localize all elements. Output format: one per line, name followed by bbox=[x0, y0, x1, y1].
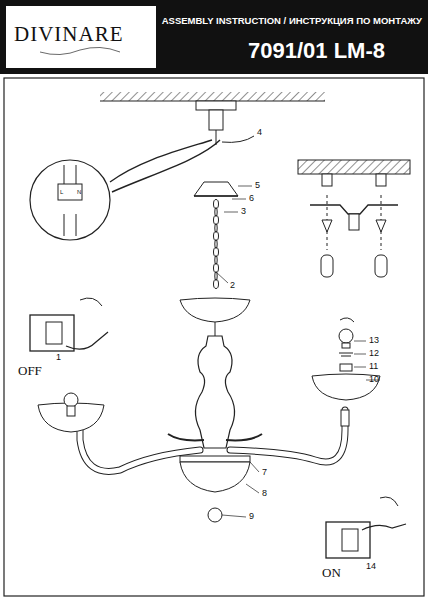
finial-ball bbox=[208, 508, 222, 522]
callout-number: 12 bbox=[369, 349, 379, 358]
leader-line bbox=[250, 462, 259, 472]
turn-arrow bbox=[340, 318, 354, 322]
stem bbox=[215, 322, 216, 336]
glass-column bbox=[195, 336, 234, 448]
leader-line bbox=[246, 484, 259, 493]
arm bbox=[230, 410, 345, 462]
leader-line bbox=[354, 367, 366, 368]
leader-line bbox=[216, 272, 228, 283]
terminal-mark: L bbox=[60, 189, 63, 195]
wire bbox=[76, 214, 77, 236]
leader-line bbox=[238, 186, 252, 187]
model-title: 7091/01 LM-8 bbox=[248, 40, 385, 62]
mounting-bar bbox=[196, 101, 236, 110]
holder-washer bbox=[339, 353, 353, 356]
callout-number: 1 bbox=[56, 353, 61, 362]
wire bbox=[64, 165, 65, 184]
leader-line bbox=[232, 199, 246, 200]
ceiling-hatch bbox=[100, 92, 325, 101]
leader-line bbox=[354, 341, 366, 342]
lamp-holder bbox=[67, 406, 75, 416]
bulb-base bbox=[342, 343, 350, 348]
wall-switch bbox=[30, 315, 74, 351]
callout-number: 2 bbox=[230, 281, 235, 290]
callout-number: 10 bbox=[369, 375, 379, 384]
lamp-holder-ring bbox=[340, 364, 352, 371]
callout-number: 3 bbox=[241, 207, 246, 216]
hand bbox=[66, 332, 108, 349]
terminal-inset bbox=[30, 160, 110, 240]
wire bbox=[64, 214, 65, 236]
supply-wire bbox=[110, 140, 212, 182]
page-frame bbox=[4, 78, 424, 596]
header-band bbox=[0, 0, 428, 74]
callout-number: 6 bbox=[249, 194, 254, 203]
leader-line bbox=[224, 212, 238, 213]
callout-number: 7 bbox=[262, 468, 267, 477]
leader-line bbox=[222, 136, 254, 142]
turn-arrow bbox=[380, 497, 398, 506]
bulb bbox=[339, 329, 353, 343]
header-text: ASSEMBLY INSTRUCTION / ИНСТРУКЦИЯ ПО МОН… bbox=[162, 16, 422, 26]
arm bbox=[168, 434, 262, 440]
callout-number: 9 bbox=[249, 512, 254, 521]
leader-line bbox=[222, 515, 246, 517]
screw bbox=[322, 220, 386, 232]
callout-number: 4 bbox=[257, 128, 262, 137]
canopy bbox=[194, 182, 238, 196]
switch-state: OFF bbox=[18, 364, 42, 377]
canopy-rim bbox=[194, 195, 238, 197]
top-cup bbox=[180, 298, 250, 322]
wire bbox=[76, 165, 77, 184]
dowel bbox=[321, 255, 333, 277]
dowel bbox=[322, 174, 332, 186]
bottom-cup bbox=[180, 462, 250, 492]
callout-number: 11 bbox=[369, 362, 378, 371]
hook-bolt bbox=[209, 110, 223, 130]
ceiling-section bbox=[298, 160, 410, 174]
callout-number: 13 bbox=[369, 336, 379, 345]
brand-logo: DIVINARE bbox=[14, 24, 123, 45]
bulb bbox=[64, 393, 78, 407]
callout-number: 5 bbox=[255, 181, 260, 190]
callout-number: 8 bbox=[262, 489, 267, 498]
bulb-cup bbox=[312, 374, 380, 400]
bulb-cup bbox=[38, 403, 104, 432]
turn-arrow bbox=[80, 298, 102, 306]
arm bbox=[230, 410, 345, 462]
chain-link bbox=[214, 280, 219, 289]
dowel bbox=[375, 255, 387, 277]
terminal-mark: N bbox=[77, 189, 81, 195]
bracket-bolt bbox=[349, 214, 359, 230]
logo-flourish bbox=[40, 47, 120, 54]
switch-key bbox=[46, 322, 62, 344]
wall-switch bbox=[326, 522, 370, 558]
mounting-bracket bbox=[310, 205, 398, 214]
switch-key bbox=[342, 529, 358, 551]
terminal-block bbox=[58, 184, 82, 200]
dowel bbox=[376, 174, 386, 186]
chain bbox=[214, 200, 219, 289]
callout-number: 14 bbox=[366, 562, 376, 571]
bottom-plate bbox=[180, 456, 250, 462]
switch-state: ON bbox=[322, 566, 341, 579]
arm-socket bbox=[341, 410, 349, 426]
hand bbox=[362, 524, 406, 530]
leader-line bbox=[354, 354, 366, 355]
logo-panel bbox=[6, 6, 156, 68]
